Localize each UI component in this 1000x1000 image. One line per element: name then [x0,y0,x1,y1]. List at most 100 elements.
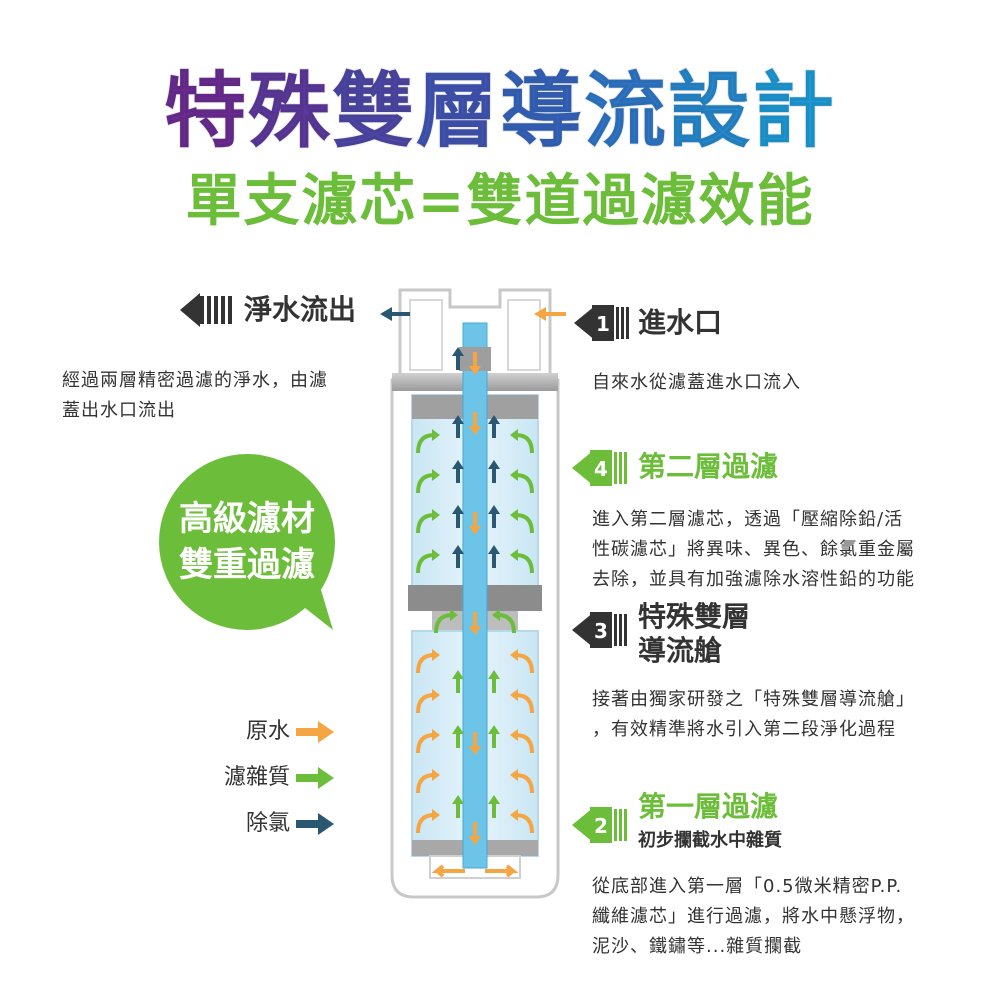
flow-arrow-curve-head [510,729,518,741]
flow-arrow-curve [515,473,534,494]
title-char: 殊 [247,63,332,160]
flow-arrow-curve-head [492,609,500,621]
flow-arrow-up [452,415,464,438]
flow-arrow-curve [515,813,534,834]
flow-arrow-up [488,670,500,693]
page-title: 特殊雙層導流設計 [0,62,1000,162]
title-char: 雙 [331,63,416,160]
flow-arrow-curve-head [432,769,440,781]
legend-label-chlorine: 除氯 [245,811,290,836]
flow-arrow-curve-head [510,549,518,561]
flow-arrow-curve [416,693,435,714]
flow-arrow-curve [497,613,516,634]
step-2-desc-line: 纖維濾芯」進行過濾，將水中懸浮物， [592,906,915,927]
flow-arrow-curve [515,433,534,454]
flow-arrow-curve [416,773,435,794]
flow-arrow-curve-head [432,549,440,561]
step-2-subtitle: 初步攔截水中雜質 [638,830,782,851]
filter-cartridge-diagram [390,288,560,899]
step-1-desc-line: 自來水從濾蓋進水口流入 [592,372,801,393]
step-2-desc-line: 從底部進入第一層「0.5微米精密P.P. [592,876,903,897]
title-char: 設 [667,63,753,160]
flow-arrow-curve-head [432,809,440,821]
flow-arrow-curve [416,513,435,534]
step-2-badge-icon: 2 [572,807,627,843]
outlet-desc-line: 蓋出水口流出 [62,400,176,421]
flow-arrow-curve [416,433,435,454]
flow-arrow-curve [416,553,435,574]
outlet-arrow-icon [180,293,232,327]
flow-arrow-down [469,612,481,635]
flow-arrow-curve-head [510,769,518,781]
flow-arrow-down [469,822,481,845]
flow-arrow-curve-head [510,649,518,661]
flow-arrow-bottom [431,864,519,878]
flow-arrow-curve-head [432,509,440,521]
title-char: 流 [583,63,669,160]
step-3-title: 特殊雙層 導流艙 [638,600,750,668]
flow-arrow-up [488,725,500,748]
step-1-number: 1 [596,312,610,336]
flow-arrow-up [452,347,464,370]
bubble-text: 高級濾材 雙重過濾 [157,496,337,588]
flow-arrow-curve [515,773,534,794]
step-2-number: 2 [594,814,608,838]
flow-arrow-curve-head [432,729,440,741]
flow-arrow-up [452,460,464,483]
flow-arrow-up [488,545,500,568]
flow-arrow-curve [515,513,534,534]
flow-arrow-curve-head [432,649,440,661]
flow-arrow-up [452,670,464,693]
flow-arrow-curve-head [510,469,518,481]
step-4-description: 進入第二層濾芯，透過「壓縮除鉛/活 性碳濾芯」將異味、異色、餘氯重金屬 去除，並… [592,505,962,595]
flow-arrow-curve-head [450,609,458,621]
step-4-desc-line: 去除，並具有加強濾除水溶性鉛的功能 [592,569,915,590]
flow-arrow-up [488,415,500,438]
bubble-line: 雙重過濾 [179,545,315,585]
flow-arrow-curve-head [432,469,440,481]
legend-label-filter: 濾雜質 [223,765,290,790]
legend-label-raw: 原水 [245,719,290,744]
flow-arrow-curve [515,653,534,674]
cap-flow-arrows [380,307,566,321]
step-4-desc-line: 性碳濾芯」將異味、異色、餘氯重金屬 [592,539,915,560]
step-3-desc-line: 接著由獨家研發之「特殊雙層導流艙」 [592,689,915,710]
step-4-number: 4 [594,457,608,481]
flow-arrow-curve [515,693,534,714]
flow-arrow-up [488,505,500,528]
flow-arrow-up [452,725,464,748]
flow-arrow-curve-head [510,509,518,521]
title-char: 層 [415,63,500,160]
flow-arrow-curve-head [510,809,518,821]
step-3-description: 接著由獨家研發之「特殊雙層導流艙」 ，有效精準將水引入第二段淨化過程 [592,685,962,745]
step-3-desc-line: ，有效精準將水引入第二段淨化過程 [592,719,896,740]
page-subtitle: 單支濾芯=雙道過濾效能 [185,169,815,234]
flow-arrow-curve [416,653,435,674]
step-3-title-line: 導流艙 [638,634,723,667]
step-2-title: 第一層過濾 [638,790,779,823]
flow-arrow-up [488,460,500,483]
flow-arrow-up [452,505,464,528]
flow-arrow-up [452,545,464,568]
flow-arrow-up [488,795,500,818]
title-char: 計 [751,63,837,160]
step-3-number: 3 [594,619,608,643]
title-char: 特 [163,63,248,160]
step-4-desc-line: 進入第二層濾芯，透過「壓縮除鉛/活 [592,509,904,530]
step-1-title: 進水口 [638,306,723,339]
outlet-desc-line: 經過兩層精密過濾的淨水，由濾 [62,370,328,391]
flow-arrow-down [469,412,481,435]
bubble-line: 高級濾材 [179,499,315,539]
flow-arrow-curve [416,733,435,754]
speech-bubble [159,454,335,630]
step-3-badge-icon: 3 [572,612,627,648]
flow-arrow-curve-head [432,689,440,701]
flow-arrow-curve-head [510,689,518,701]
step-2-desc-line: 泥沙、鐵鏽等...雜質攔截 [592,936,803,957]
flow-arrow-curve [515,733,534,754]
outlet-description: 經過兩層精密過濾的淨水，由濾 蓋出水口流出 [62,366,372,426]
legend-arrow-chlorine-icon [296,813,334,835]
title-char: 導 [499,63,585,160]
step-2-description: 從底部進入第一層「0.5微米精密P.P. 纖維濾芯」進行過濾，將水中懸浮物， 泥… [592,872,962,962]
flow-arrow-curve-head [510,429,518,441]
